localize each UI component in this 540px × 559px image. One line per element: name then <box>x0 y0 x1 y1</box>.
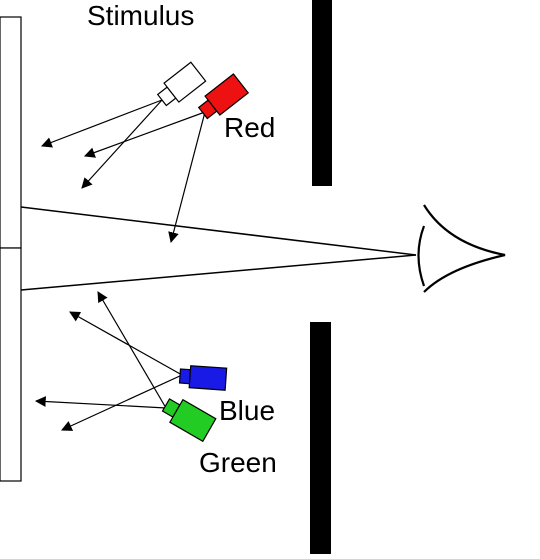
green-projector-icon <box>161 398 217 443</box>
upper-beams <box>40 99 206 244</box>
red-projector-icon <box>197 73 250 120</box>
green-beam-1 <box>34 396 167 409</box>
blue-beam-2 <box>61 374 183 431</box>
screen-upper-field <box>0 16 22 249</box>
green-label: Green <box>199 447 277 478</box>
barrier-bottom <box>310 322 331 554</box>
stimulus-screen <box>0 16 22 482</box>
white-beam-2 <box>81 99 163 189</box>
stimulus-label: Stimulus <box>87 0 194 31</box>
blue-projector-icon <box>178 365 228 391</box>
sight-line-upper <box>20 206 417 256</box>
green-beam-2 <box>97 291 167 409</box>
sight-line-lower <box>20 254 417 291</box>
white-projector-icon <box>156 61 207 107</box>
screen-lower-field <box>0 247 22 482</box>
red-beam-1 <box>83 111 206 158</box>
red-label: Red <box>224 112 275 143</box>
blue-beam-1 <box>69 311 183 376</box>
white-beam-1 <box>40 99 163 148</box>
barrier-top <box>312 0 332 186</box>
eye-icon <box>417 204 506 293</box>
blue-label: Blue <box>219 395 275 426</box>
red-beam-2 <box>168 111 206 244</box>
lower-beams <box>34 291 183 431</box>
